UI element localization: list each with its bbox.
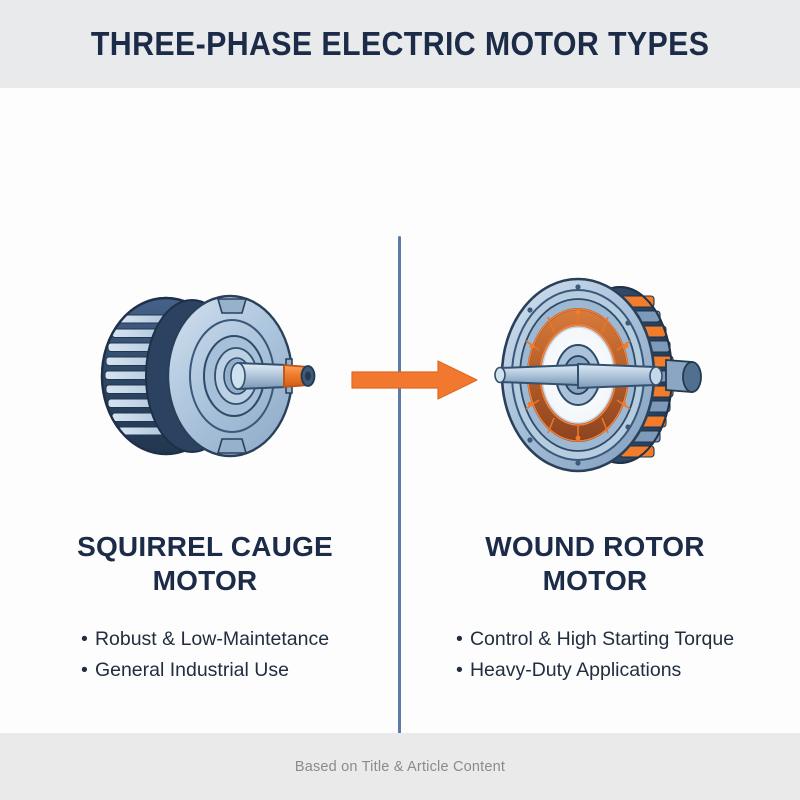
bullet-list-squirrel-cage: • Robust & Low-Maintetance • General Indus… [35,624,375,686]
list-item-label: General Industrial Use [94,659,289,681]
column-wound-rotor: WOUND ROTOR MOTOR • Control & High Starti… [425,268,765,708]
list-item-label: Control & High Starting Torque [469,628,735,650]
list-item: • Control & High Starting Torque [456,624,734,655]
bullet-dot-icon: • [455,628,463,650]
page-title: THREE-PHASE ELECTRIC MOTOR TYPES [90,25,710,62]
squirrel-cage-motor-illustration [35,268,375,483]
vertical-divider [398,236,401,771]
list-item: • General Industrial Use [81,655,329,686]
wound-rotor-motor-illustration [425,268,765,483]
bullet-list-wound-rotor: • Control & High Starting Torque • Heavy-D… [425,624,765,686]
transition-arrow [350,358,480,402]
bullet-dot-icon: • [80,628,88,650]
heading-line-2: MOTOR [152,565,258,596]
heading-wound-rotor: WOUND ROTOR MOTOR [425,530,765,598]
arrow-right-icon [351,360,478,400]
body-area: SQUIRREL CAUGE MOTOR • Robust & Low-Maint… [0,88,800,771]
heading-squirrel-cage: SQUIRREL CAUGE MOTOR [35,530,375,598]
list-item: • Heavy-Duty Applications [456,655,734,686]
footer-caption: Based on Title & Article Content [294,758,506,775]
list-item-label: Heavy-Duty Applications [469,659,682,681]
heading-line-1: SQUIRREL CAUGE [77,531,333,562]
column-squirrel-cage: SQUIRREL CAUGE MOTOR • Robust & Low-Maint… [35,268,375,708]
list-item-label: Robust & Low-Maintetance [94,628,330,650]
heading-line-1: WOUND ROTOR [485,531,705,562]
heading-line-2: MOTOR [542,565,648,596]
bullet-dot-icon: • [80,659,88,681]
list-item: • Robust & Low-Maintetance [81,624,329,655]
header-band: THREE-PHASE ELECTRIC MOTOR TYPES [0,0,800,88]
bullet-dot-icon: • [455,659,463,681]
footer-band: Based on Title & Article Content [0,733,800,800]
